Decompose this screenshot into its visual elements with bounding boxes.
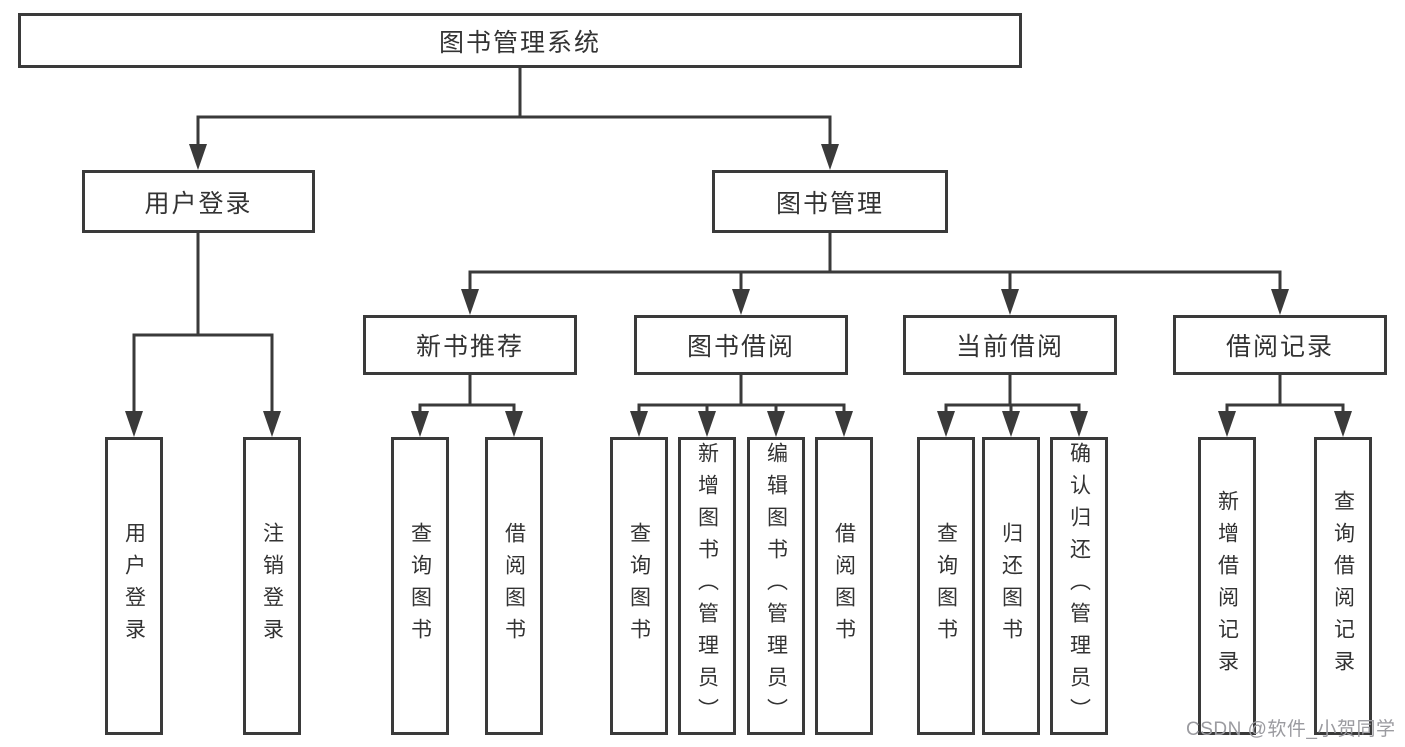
arrowhead-icon — [1271, 289, 1289, 315]
node-current-borrow: 当前借阅 — [903, 315, 1117, 375]
leaf-borrow-add-books-admin-label: 新增图书（管理员） — [695, 442, 719, 730]
connector-current-borrow-split — [944, 375, 1081, 413]
arrowhead-icon — [732, 289, 750, 315]
leaf-logout-label: 注销登录 — [260, 522, 284, 650]
arrowhead-icon — [1218, 411, 1236, 437]
connector-book-borrow-split — [637, 375, 846, 413]
arrowhead-icon — [937, 411, 955, 437]
arrowheads — [125, 144, 1352, 437]
leaf-newbook-borrow-books-label: 借阅图书 — [502, 522, 526, 650]
leaf-current-return-books: 归还图书 — [982, 437, 1040, 735]
leaf-borrow-borrow-books: 借阅图书 — [815, 437, 873, 735]
node-book-borrow: 图书借阅 — [634, 315, 848, 375]
node-book-mgmt-label: 图书管理 — [775, 189, 884, 218]
node-root-label: 图书管理系统 — [438, 28, 601, 57]
node-root: 图书管理系统 — [18, 13, 1022, 68]
arrowhead-icon — [1002, 411, 1020, 437]
arrowhead-icon — [461, 289, 479, 315]
arrowhead-icon — [125, 411, 143, 437]
leaf-newbook-borrow-books: 借阅图书 — [485, 437, 543, 735]
leaf-record-add-record-label: 新增借阅记录 — [1215, 490, 1239, 682]
node-borrow-record-label: 借阅记录 — [1225, 333, 1334, 361]
node-new-book-recommend: 新书推荐 — [363, 315, 577, 375]
connector-borrow-record-split — [1225, 375, 1345, 413]
node-book-borrow-label: 图书借阅 — [686, 333, 795, 361]
leaf-borrow-query-books: 查询图书 — [610, 437, 668, 735]
arrowhead-icon — [411, 411, 429, 437]
leaf-borrow-add-books-admin: 新增图书（管理员） — [678, 437, 736, 735]
node-current-borrow-label: 当前借阅 — [955, 333, 1064, 361]
csdn-watermark: CSDN @软件_小贺同学 — [1186, 719, 1396, 740]
leaf-user-login-label: 用户登录 — [122, 522, 146, 650]
node-user-login: 用户登录 — [82, 170, 315, 233]
connector-book-mgmt-split — [468, 233, 1282, 291]
leaf-record-query-record-label: 查询借阅记录 — [1331, 490, 1355, 682]
connector-root-split — [196, 68, 832, 146]
arrowhead-icon — [263, 411, 281, 437]
node-user-login-label: 用户登录 — [144, 189, 253, 218]
arrowhead-icon — [1070, 411, 1088, 437]
leaf-newbook-query-books-label: 查询图书 — [408, 522, 432, 650]
leaf-record-query-record: 查询借阅记录 — [1314, 437, 1372, 735]
arrowhead-icon — [189, 144, 207, 170]
arrowhead-icon — [1334, 411, 1352, 437]
arrowhead-icon — [698, 411, 716, 437]
leaf-current-query-books: 查询图书 — [917, 437, 975, 735]
leaf-newbook-query-books: 查询图书 — [391, 437, 449, 735]
arrowhead-icon — [835, 411, 853, 437]
arrowhead-icon — [630, 411, 648, 437]
arrowhead-icon — [505, 411, 523, 437]
node-new-book-recommend-label: 新书推荐 — [415, 333, 524, 361]
leaf-borrow-edit-books-admin: 编辑图书（管理员） — [747, 437, 805, 735]
connector-user-login-split — [132, 233, 274, 413]
leaf-borrow-edit-books-admin-label: 编辑图书（管理员） — [764, 442, 788, 730]
leaf-record-add-record: 新增借阅记录 — [1198, 437, 1256, 735]
connector-new-book-split — [418, 375, 516, 413]
leaf-current-query-books-label: 查询图书 — [934, 522, 958, 650]
leaf-current-confirm-return-admin-label: 确认归还（管理员） — [1067, 442, 1091, 730]
arrowhead-icon — [1001, 289, 1019, 315]
node-borrow-record: 借阅记录 — [1173, 315, 1387, 375]
node-book-mgmt: 图书管理 — [712, 170, 948, 233]
leaf-borrow-borrow-books-label: 借阅图书 — [832, 522, 856, 650]
leaf-logout: 注销登录 — [243, 437, 301, 735]
leaf-borrow-query-books-label: 查询图书 — [627, 522, 651, 650]
leaf-current-confirm-return-admin: 确认归还（管理员） — [1050, 437, 1108, 735]
arrowhead-icon — [767, 411, 785, 437]
arrowhead-icon — [821, 144, 839, 170]
leaf-user-login: 用户登录 — [105, 437, 163, 735]
leaf-current-return-books-label: 归还图书 — [999, 522, 1023, 650]
